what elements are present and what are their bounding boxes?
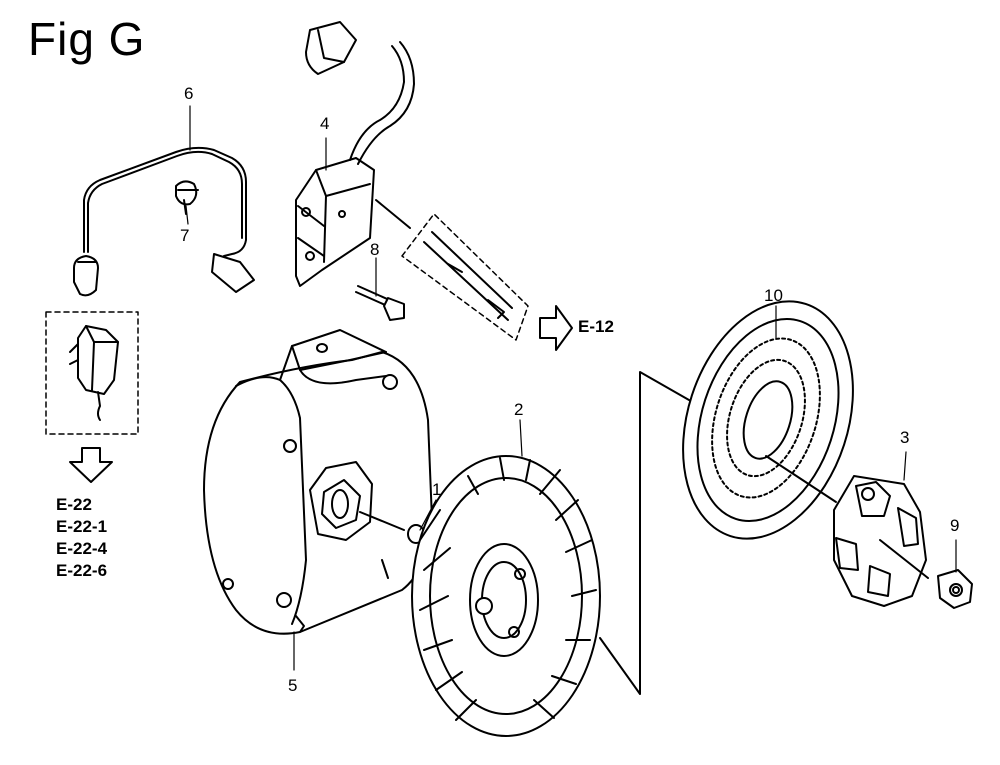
ignition-coil xyxy=(295,21,415,287)
callout-leaders xyxy=(185,105,957,671)
ref-e22-4: E-22-4 xyxy=(56,539,108,558)
cooling-fan xyxy=(411,455,601,737)
arrow-e22 xyxy=(69,447,113,483)
ref-list-alternator: E-22 E-22-1 E-22-4 E-22-6 xyxy=(56,494,107,582)
callout-7: 7 xyxy=(180,226,190,245)
starter-pulley xyxy=(682,300,854,540)
ignition-bolt-box xyxy=(401,213,529,341)
stop-switch-wire xyxy=(73,146,255,297)
ref-e22: E-22 xyxy=(56,495,92,514)
callout-3: 3 xyxy=(900,428,910,447)
ref-e22-6: E-22-6 xyxy=(56,561,108,580)
callout-4: 4 xyxy=(320,114,330,133)
callout-9: 9 xyxy=(950,516,960,535)
arrow-e12 xyxy=(539,305,573,351)
ref-e12: E-12 xyxy=(578,317,614,336)
figure-title: Fig G xyxy=(28,13,146,65)
starter-cup xyxy=(833,475,929,607)
callout-6: 6 xyxy=(184,84,194,103)
alternator-box xyxy=(45,311,139,435)
callout-2: 2 xyxy=(514,400,524,419)
callout-1: 1 xyxy=(432,480,442,499)
callout-5: 5 xyxy=(288,676,298,695)
ref-e22-1: E-22-1 xyxy=(56,517,108,536)
flange-nut xyxy=(937,569,973,609)
leader-bracket xyxy=(599,371,697,695)
coil-bolt xyxy=(355,285,405,321)
callout-10: 10 xyxy=(764,286,783,305)
wire-clip xyxy=(175,180,199,215)
flywheel xyxy=(203,329,433,635)
callout-8: 8 xyxy=(370,240,380,259)
